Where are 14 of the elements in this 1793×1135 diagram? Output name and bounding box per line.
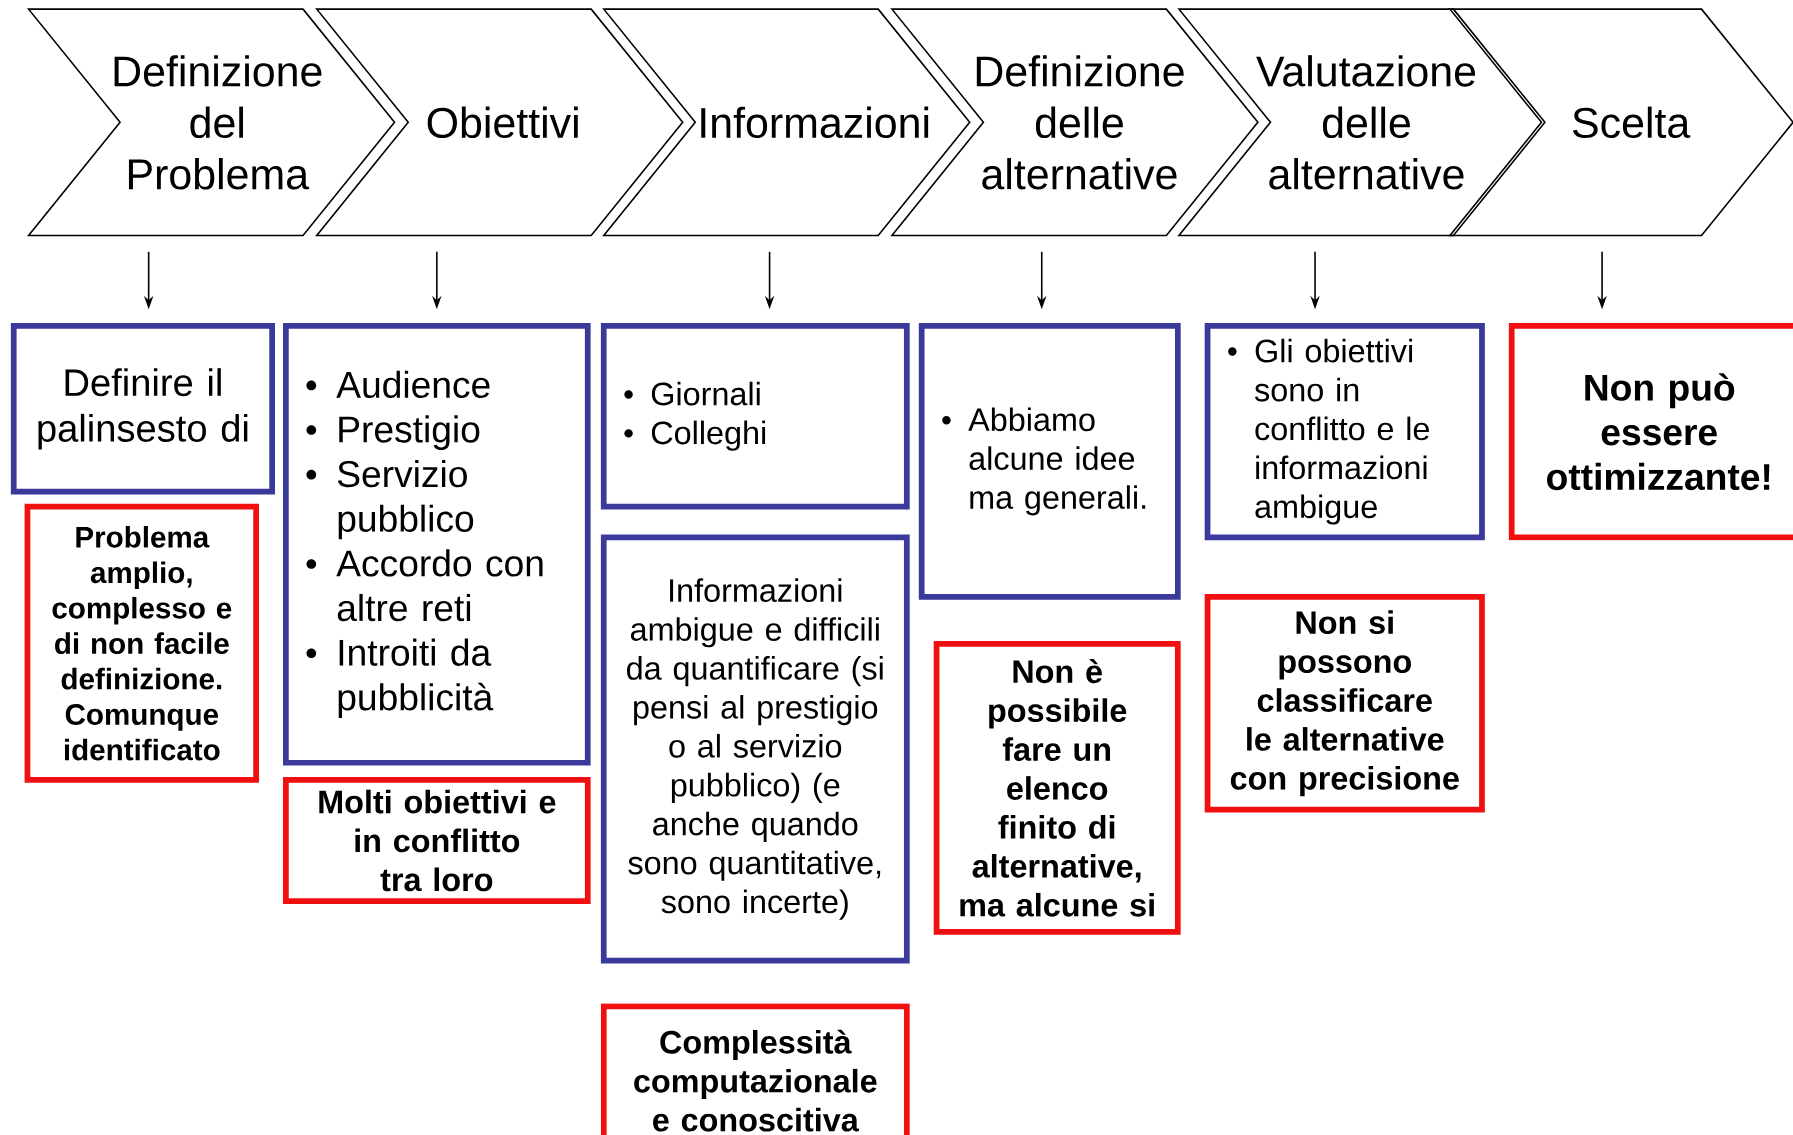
problem-box: Molti obiettivi e in conflitto tra loro (283, 776, 591, 904)
text-box: Informazioni ambigue e difficili da quantificare (si pensi al prestigio o al servizio pubblico) (e anche quando sono quantitative, sono incerte) (600, 534, 910, 964)
text-box: Audience Prestigio Servizio pubblico Accordo con altre reti Introiti da pubblicità (283, 322, 591, 766)
problem-box: Complessità computazionale e conoscitiva (600, 1003, 910, 1135)
text-box: Definire il palinsesto di (10, 322, 275, 495)
problem-box: Non può essere ottimizzante! (1508, 322, 1793, 541)
process-step: Informazioni (602, 8, 971, 237)
process-step: Definizione del Problema (26, 8, 396, 237)
text-box: Giornali Colleghi (600, 322, 910, 510)
problem-box: Non è possibile fare un elenco finito di alternative, ma alcune si (933, 640, 1181, 935)
problem-box: Non si possono classificare le alternative con precisione (1204, 593, 1485, 813)
text-box: Gli obiettivi sono in conflitto e le informazioni ambigue (1204, 322, 1485, 541)
text-box: Abbiamo alcune idee ma generali. (918, 322, 1181, 600)
problem-box: Problema amplio, complesso e di non facile definizione. Comunque identificato (24, 503, 259, 783)
